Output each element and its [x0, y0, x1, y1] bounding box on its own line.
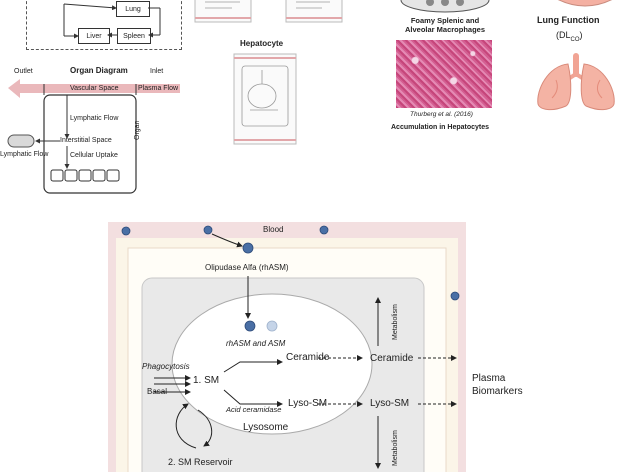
- lyso-sm-outer-label: Lyso-SM: [370, 398, 410, 409]
- spleen-node-label: Spleen: [123, 32, 145, 40]
- dlco-subscript: CO: [570, 36, 580, 43]
- blood-label: Blood: [263, 225, 284, 234]
- accumulation-label: Accumulation in Hepatocytes: [391, 124, 490, 131]
- lysosome-label: Lysosome: [243, 422, 289, 433]
- plasma-flow-arrow: [8, 79, 180, 98]
- cellular-uptake-label: Cellular Uptake: [70, 152, 118, 159]
- dlco-label: (DLCO): [556, 31, 583, 43]
- inlet-label: Inlet: [150, 68, 164, 75]
- rhasm-asm-label: rhASM and ASM: [226, 339, 286, 348]
- liver-node-label: Liver: [86, 32, 102, 40]
- interstitial-space-label: Interstitial Space: [60, 137, 112, 144]
- dlco-prefix: (DL: [556, 30, 571, 40]
- lung-node-label: Lung: [125, 5, 141, 13]
- acid-ceramidase-label: Acid ceramidase: [226, 405, 282, 414]
- outlet-label: Outlet: [14, 68, 33, 75]
- lyso-sm-inner-label: Lyso-SM: [288, 398, 328, 409]
- organ-label: Organ: [134, 120, 141, 140]
- dlco-suffix: ): [579, 30, 583, 40]
- plasma-flow-label: Plasma Flow: [138, 85, 179, 92]
- sm-reservoir-label: 2. SM Reservoir: [168, 457, 233, 467]
- ceramide-outer-label: Ceramide: [370, 353, 414, 364]
- lymphatic-flow-top-label: Lymphatic Flow: [70, 115, 119, 122]
- ceramide-inner-label: Ceramide: [286, 352, 330, 363]
- metabolism-top-label: Metabolism: [392, 304, 399, 340]
- hepatocyte-title: Hepatocyte: [240, 39, 284, 48]
- lymphatic-flow-left-label: Lymphatic Flow: [0, 151, 49, 158]
- plasma-biomarkers-label: Plasma Biomarkers: [472, 373, 523, 397]
- sm-label: 1. SM: [193, 375, 220, 386]
- vascular-space-label: Vascular Space: [70, 85, 119, 92]
- histology-image: [396, 40, 492, 108]
- olipudase-label: Olipudase Alfa (rhASM): [205, 263, 289, 272]
- basal-label: Basal: [147, 387, 168, 396]
- macrophage-caption: Foamy Splenic and Alveolar Macrophages: [404, 16, 486, 34]
- metabolism-bottom-label: Metabolism: [392, 430, 399, 466]
- lungs-illustration: [537, 53, 615, 111]
- phagocytosis-label: Phagocytosis: [142, 362, 190, 371]
- organ-network-frame: [26, 0, 182, 50]
- organ-diagram-title: Organ Diagram: [70, 66, 128, 75]
- citation-label: Thurberg et al. (2016): [410, 111, 473, 118]
- lung-function-title: Lung Function: [537, 15, 600, 25]
